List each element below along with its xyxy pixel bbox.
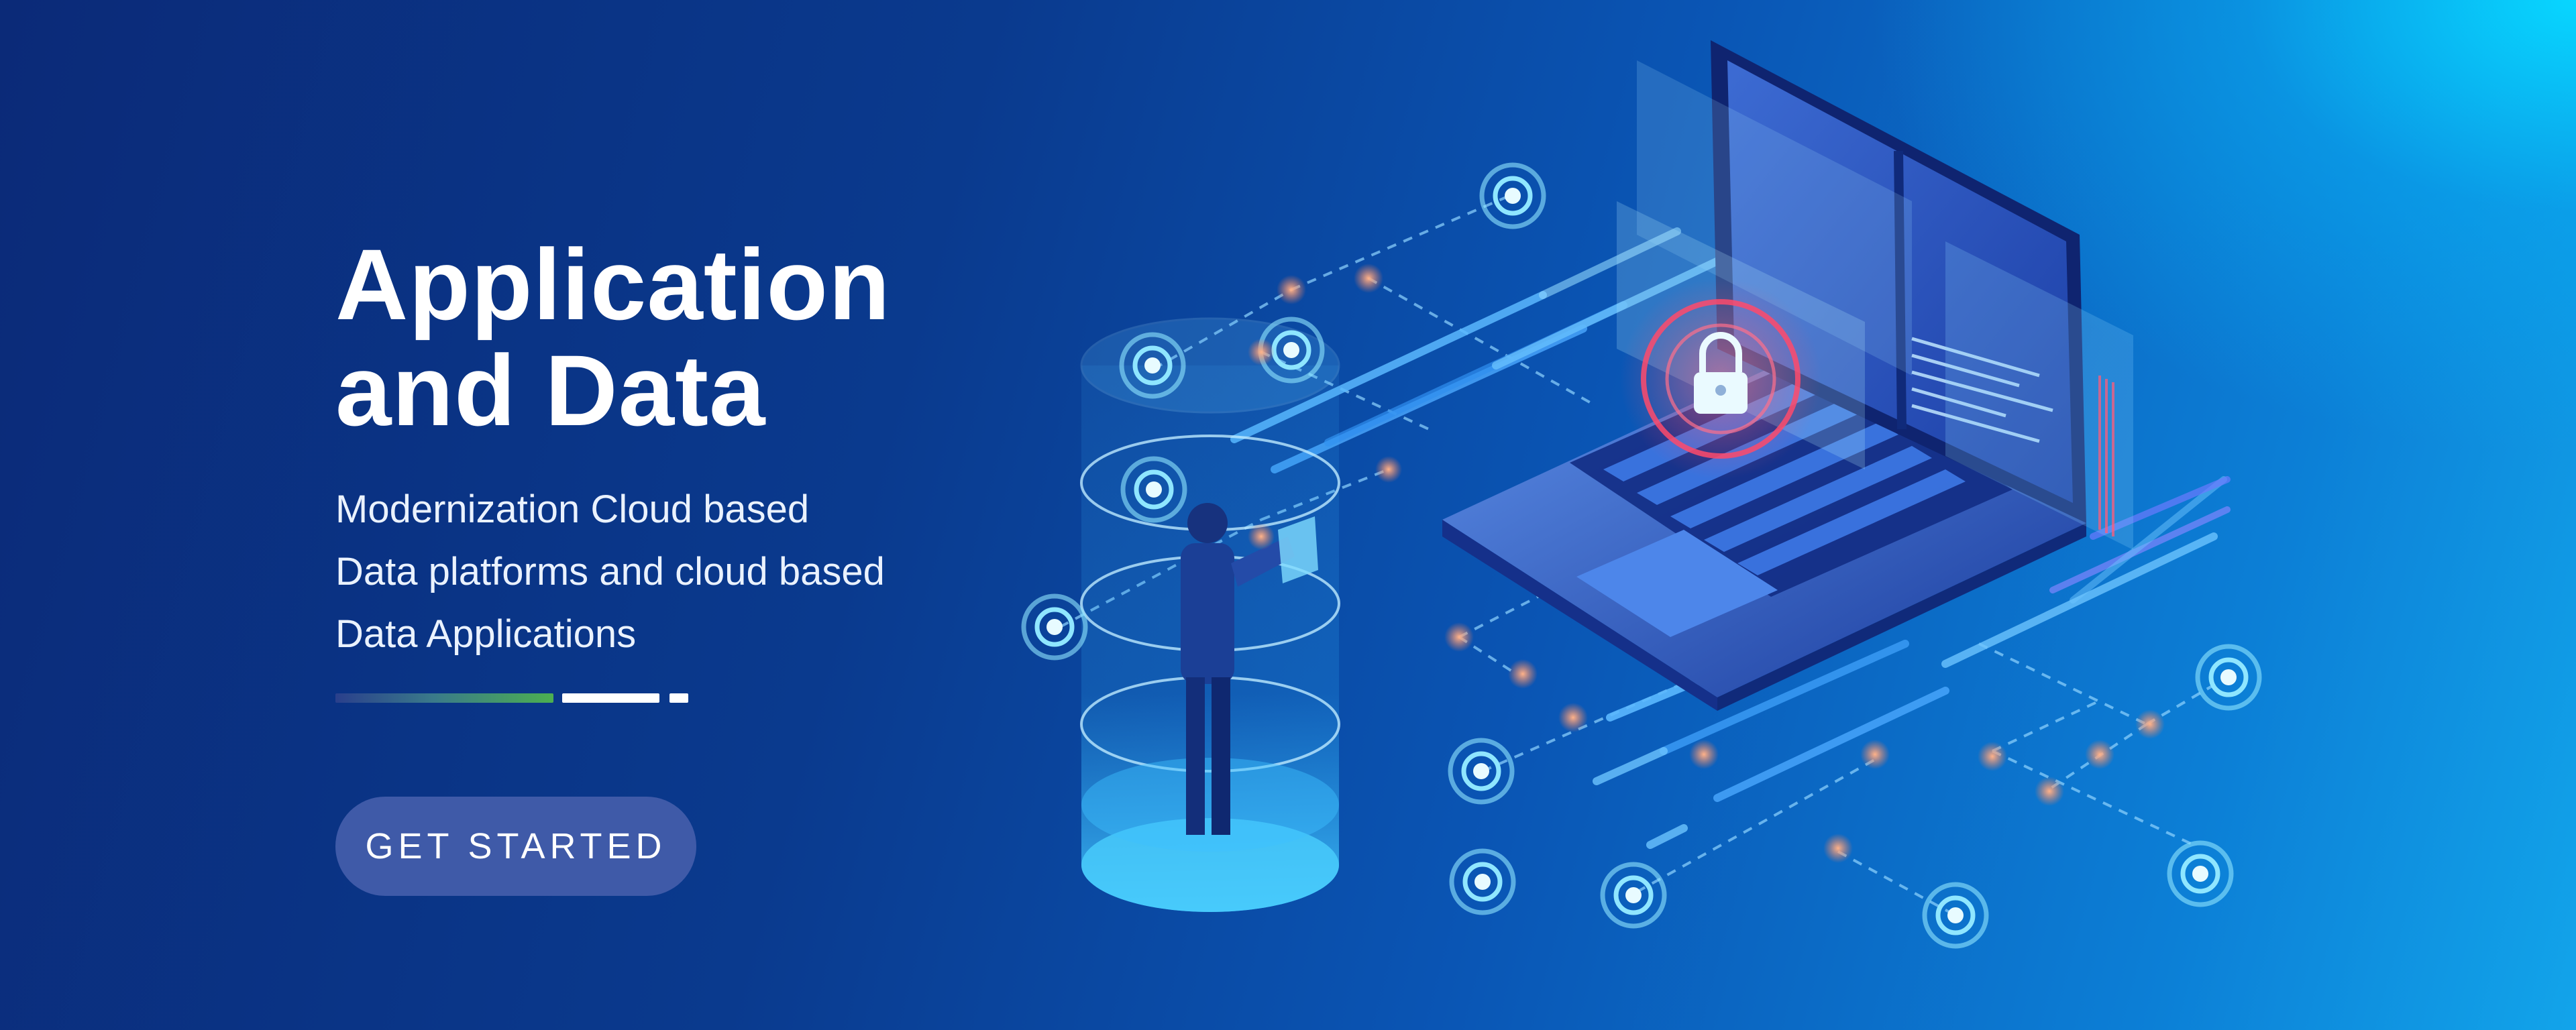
network-nodes xyxy=(1021,162,2262,949)
hero-headline: Application and Data xyxy=(335,231,1073,443)
headline-line-2: and Data xyxy=(335,334,766,447)
subtitle-line-3: Data Applications xyxy=(335,612,637,656)
hero-content: Application and Data Modernization Cloud… xyxy=(335,231,1073,704)
lock-icon xyxy=(1620,278,1821,479)
accent-divider xyxy=(335,693,711,704)
sparkle-nodes xyxy=(1248,264,2165,863)
divider-segment-gradient xyxy=(335,693,553,703)
divider-segment-white-long xyxy=(562,693,659,703)
get-started-button[interactable]: GET STARTED xyxy=(335,797,696,896)
headline-line-1: Application xyxy=(335,228,891,341)
subtitle-line-1: Modernization Cloud based xyxy=(335,488,810,531)
subtitle-line-2: Data platforms and cloud based xyxy=(335,550,885,593)
person-illustration xyxy=(1181,503,1318,835)
laptop-illustration xyxy=(1442,40,2133,711)
divider-segment-white-short xyxy=(669,693,688,703)
hero-subtitle: Modernization Cloud based Data platforms… xyxy=(335,478,1073,665)
